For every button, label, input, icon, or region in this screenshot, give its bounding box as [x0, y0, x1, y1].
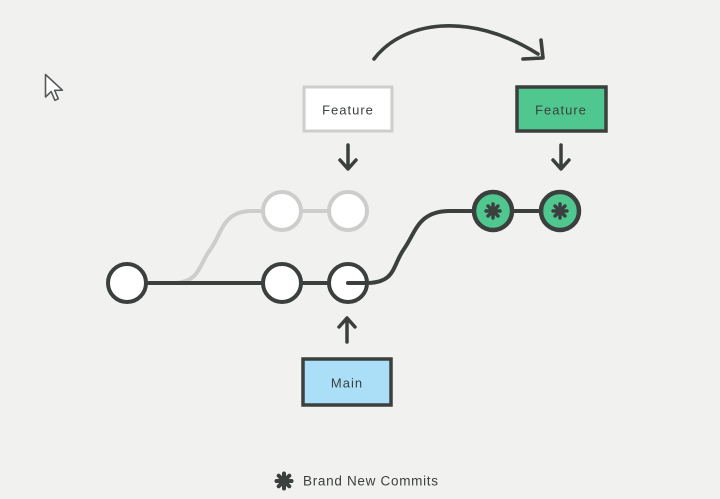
new-commit-icon — [551, 202, 569, 220]
new-commit-icon — [274, 471, 294, 491]
arrow-down-feature-new — [551, 143, 571, 171]
mouse-cursor-icon — [44, 73, 64, 102]
feature-branch-old — [170, 190, 369, 285]
feature-branch-new-box — [515, 85, 608, 133]
rebase-arrow-head — [521, 38, 545, 61]
commit-node-old-feature-2 — [327, 190, 369, 232]
feature-old-group: Feature — [302, 85, 394, 171]
new-commit-icon — [484, 202, 502, 220]
feature-branch-new — [346, 189, 582, 285]
feature-branch-old-line — [170, 209, 350, 285]
main-branch-box — [301, 357, 393, 407]
legend: Brand New Commits — [274, 471, 439, 491]
commit-node-old-feature-1 — [261, 190, 303, 232]
arrow-up-main — [337, 316, 357, 344]
commit-node-main-1 — [106, 262, 148, 304]
feature-branch-new-line — [346, 209, 562, 285]
feature-branch-old-label: Feature — [322, 103, 374, 118]
feature-branch-new-label: Feature — [535, 103, 587, 118]
feature-branch-old-box — [302, 85, 394, 133]
arrow-down-feature-old — [338, 143, 358, 171]
rebase-arrow — [372, 24, 545, 61]
main-group: Main — [301, 316, 393, 407]
legend-label: Brand New Commits — [303, 474, 439, 489]
feature-new-group: Feature — [515, 85, 608, 171]
main-branch-label: Main — [331, 376, 363, 391]
main-branch — [106, 262, 369, 304]
rebase-arrow-arc — [372, 24, 540, 61]
commit-node-main-2 — [261, 262, 303, 304]
